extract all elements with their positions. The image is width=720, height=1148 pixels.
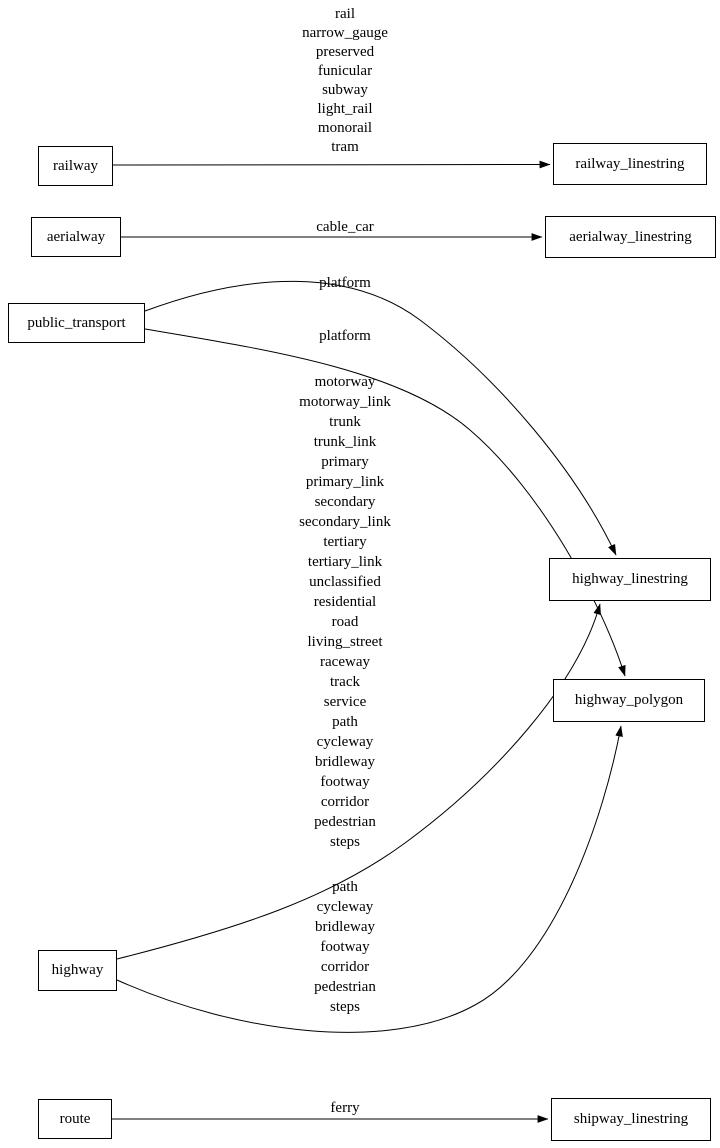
node-railway-linestring: railway_linestring bbox=[553, 143, 707, 185]
edge-label-highway-linestring-tags: motorway motorway_link trunk trunk_link … bbox=[299, 374, 391, 850]
edge-railway-to-railway-linestring bbox=[112, 160, 551, 169]
edge-label-route-ferry: ferry bbox=[330, 1100, 360, 1116]
node-highway-linestring: highway_linestring bbox=[549, 558, 711, 601]
edge-label-highway-polygon-tags: path cycleway bridleway footway corridor… bbox=[314, 879, 376, 1015]
edge-label-railway-tags: rail narrow_gauge preserved funicular su… bbox=[302, 6, 388, 155]
node-shipway-linestring: shipway_linestring bbox=[551, 1098, 711, 1141]
node-aerialway-linestring: aerialway_linestring bbox=[545, 216, 716, 258]
edge-public-transport-to-highway-linestring bbox=[144, 280, 617, 556]
node-public-transport: public_transport bbox=[8, 303, 145, 343]
edge-highway-to-highway-polygon bbox=[116, 725, 623, 1033]
node-highway-polygon: highway_polygon bbox=[553, 679, 705, 722]
node-aerialway: aerialway bbox=[31, 217, 121, 257]
edge-label-public-transport-platform-polygon: platform bbox=[319, 328, 371, 344]
node-route: route bbox=[38, 1099, 112, 1139]
node-highway: highway bbox=[38, 950, 117, 991]
edge-label-aerialway-tags: cable_car bbox=[316, 219, 374, 235]
edge-label-public-transport-platform-linestring: platform bbox=[319, 275, 371, 291]
node-railway: railway bbox=[38, 146, 113, 186]
